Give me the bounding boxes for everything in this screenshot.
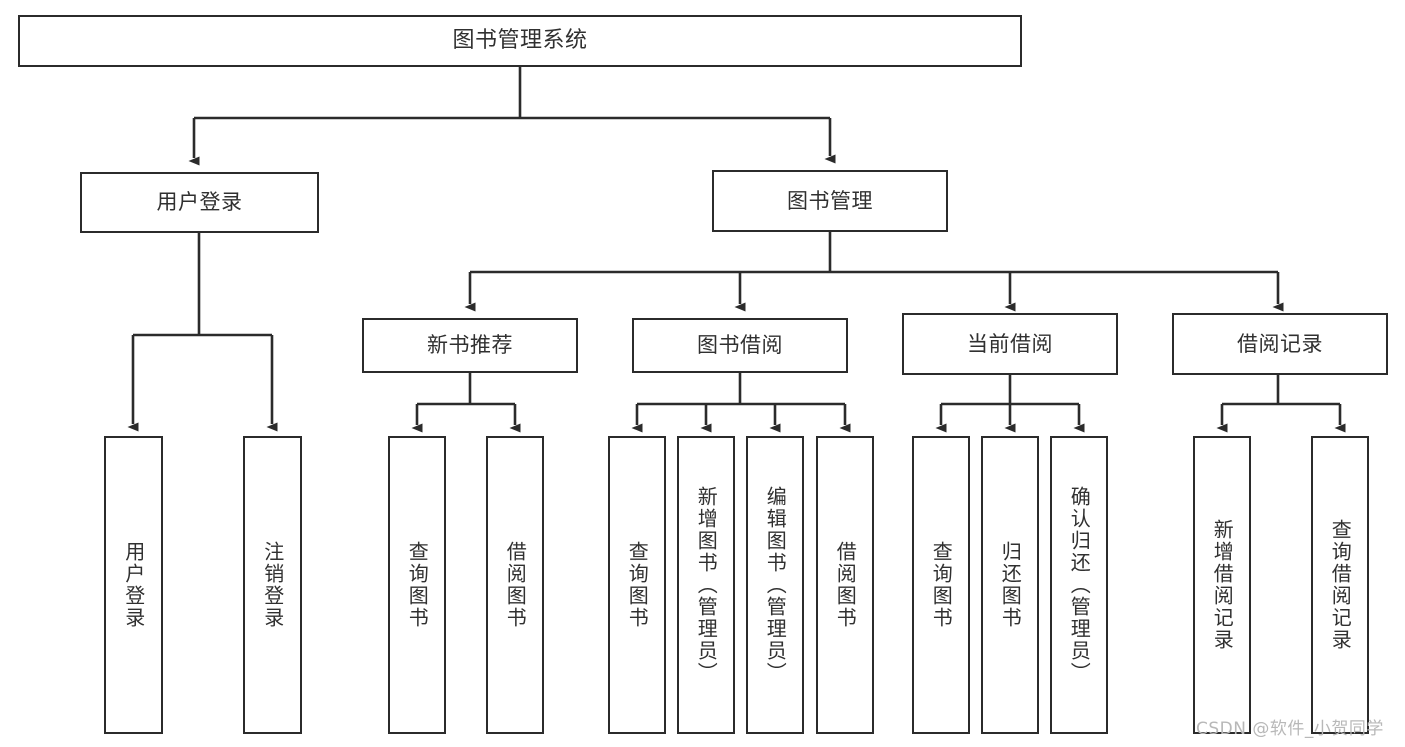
node-book-borrow-label: 图书借阅	[697, 333, 783, 358]
leaf-current-borrow-query[interactable]: 查询图书	[912, 436, 970, 734]
node-user-login[interactable]: 用户登录	[80, 172, 319, 233]
leaf-user-login-login[interactable]: 用户登录	[104, 436, 163, 734]
leaf-borrow-record-query[interactable]: 查询借阅记录	[1311, 436, 1369, 734]
node-new-book-recommend[interactable]: 新书推荐	[362, 318, 578, 373]
node-current-borrow[interactable]: 当前借阅	[902, 313, 1118, 375]
leaf-label: 借阅图书	[503, 541, 528, 629]
leaf-label: 新增图书（管理员）	[694, 486, 719, 684]
leaf-label: 归还图书	[998, 541, 1023, 629]
node-root-label: 图书管理系统	[452, 28, 588, 54]
leaf-label: 查询借阅记录	[1328, 519, 1353, 651]
node-book-manage-label: 图书管理	[787, 188, 873, 213]
node-root[interactable]: 图书管理系统	[18, 15, 1022, 67]
leaf-label: 确认归还（管理员）	[1067, 486, 1092, 684]
leaf-new-book-borrow[interactable]: 借阅图书	[486, 436, 544, 734]
leaf-label: 新增借阅记录	[1210, 519, 1235, 651]
leaf-label: 注销登录	[260, 541, 285, 629]
leaf-label: 查询图书	[625, 541, 650, 629]
leaf-label: 借阅图书	[833, 541, 858, 629]
node-borrow-record[interactable]: 借阅记录	[1172, 313, 1388, 375]
leaf-label: 编辑图书（管理员）	[763, 486, 788, 684]
leaf-label: 用户登录	[121, 541, 146, 629]
watermark: CSDN @软件_小贺同学	[1196, 719, 1384, 739]
leaf-book-borrow-query[interactable]: 查询图书	[608, 436, 666, 734]
node-new-book-recommend-label: 新书推荐	[427, 333, 513, 358]
leaf-borrow-record-add[interactable]: 新增借阅记录	[1193, 436, 1251, 734]
leaf-current-borrow-return[interactable]: 归还图书	[981, 436, 1039, 734]
leaf-current-borrow-confirm[interactable]: 确认归还（管理员）	[1050, 436, 1108, 734]
node-book-borrow[interactable]: 图书借阅	[632, 318, 848, 373]
leaf-label: 查询图书	[929, 541, 954, 629]
node-book-manage[interactable]: 图书管理	[712, 170, 948, 232]
leaf-book-borrow-edit[interactable]: 编辑图书（管理员）	[746, 436, 804, 734]
leaf-label: 查询图书	[405, 541, 430, 629]
leaf-book-borrow-add[interactable]: 新增图书（管理员）	[677, 436, 735, 734]
leaf-new-book-query[interactable]: 查询图书	[388, 436, 446, 734]
node-current-borrow-label: 当前借阅	[967, 331, 1053, 356]
leaf-user-login-logout[interactable]: 注销登录	[243, 436, 302, 734]
leaf-book-borrow-borrow[interactable]: 借阅图书	[816, 436, 874, 734]
node-borrow-record-label: 借阅记录	[1237, 331, 1323, 356]
node-user-login-label: 用户登录	[156, 190, 243, 215]
